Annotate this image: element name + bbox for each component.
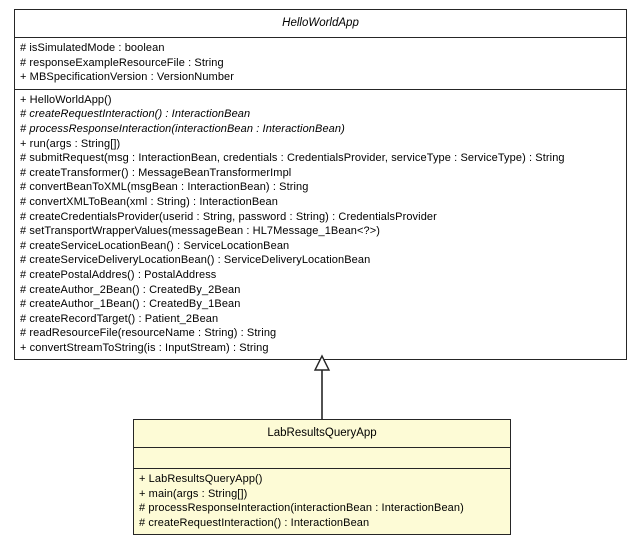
attribute-item: # isSimulatedMode : boolean (20, 42, 165, 54)
attribute-item: + MBSpecificationVersion : VersionNumber (20, 71, 235, 84)
operation-item: # processResponseInteraction(interaction… (20, 122, 345, 135)
operation-item: # createServiceLocationBean() : ServiceL… (20, 239, 290, 252)
attributes-compartment-labresultsqueryapp (134, 447, 510, 468)
class-name-helloworldapp: HelloWorldApp (282, 17, 359, 29)
operation-item: + convertStreamToString(is : InputStream… (20, 341, 269, 354)
operation-item: # readResourceFile(resourceName : String… (20, 327, 277, 340)
operation-list-labresultsqueryapp: + LabResultsQueryApp() + main(args : Str… (139, 472, 505, 530)
class-name-labresultsqueryapp: LabResultsQueryApp (134, 420, 510, 447)
operation-item: # processResponseInteraction(interaction… (139, 502, 464, 515)
operation-item: # submitRequest(msg : InteractionBean, c… (20, 152, 565, 165)
operation-item: # convertBeanToXML(msgBean : Interaction… (20, 181, 309, 194)
uml-class-helloworldapp[interactable]: HelloWorldApp # isSimulatedMode : boolea… (14, 9, 627, 361)
operation-item: # createServiceDeliveryLocationBean() : … (20, 254, 371, 267)
attributes-compartment-helloworldapp: # isSimulatedMode : boolean # responseEx… (15, 37, 626, 89)
attribute-item: # responseExampleResourceFile : String (20, 56, 224, 69)
operations-compartment-labresultsqueryapp: + LabResultsQueryApp() + main(args : Str… (134, 468, 510, 535)
operations-compartment-helloworldapp: + HelloWorldApp() # createRequestInterac… (15, 88, 626, 360)
operation-item: + LabResultsQueryApp() (139, 473, 263, 485)
operation-item: + main(args : String[]) (139, 487, 248, 500)
operation-item: + run(args : String[]) (20, 137, 121, 150)
operation-item: # createCredentialsProvider(userid : Str… (20, 210, 437, 223)
operation-item: # createRequestInteraction() : Interacti… (20, 108, 251, 121)
operation-item: # createRecordTarget() : Patient_2Bean (20, 312, 219, 325)
operation-item: # createAuthor_2Bean() : CreatedBy_2Bean (20, 283, 241, 296)
operation-item: + HelloWorldApp() (20, 93, 112, 106)
operation-item: # convertXMLToBean(xml : String) : Inter… (20, 195, 278, 208)
operation-item: # createRequestInteraction() : Interacti… (139, 516, 370, 529)
operation-list-helloworldapp: + HelloWorldApp() # createRequestInterac… (20, 93, 621, 356)
operation-item: # createAuthor_1Bean() : CreatedBy_1Bean (20, 298, 241, 311)
operation-item: # setTransportWrapperValues(messageBean … (20, 225, 381, 238)
operation-item: # createTransformer() : MessageBeanTrans… (20, 166, 292, 179)
uml-class-labresultsqueryapp[interactable]: LabResultsQueryApp + LabResultsQueryApp(… (133, 419, 511, 536)
operation-item: # createPostalAddres() : PostalAddress (20, 268, 217, 281)
attribute-list-helloworldapp: # isSimulatedMode : boolean # responseEx… (20, 41, 621, 85)
